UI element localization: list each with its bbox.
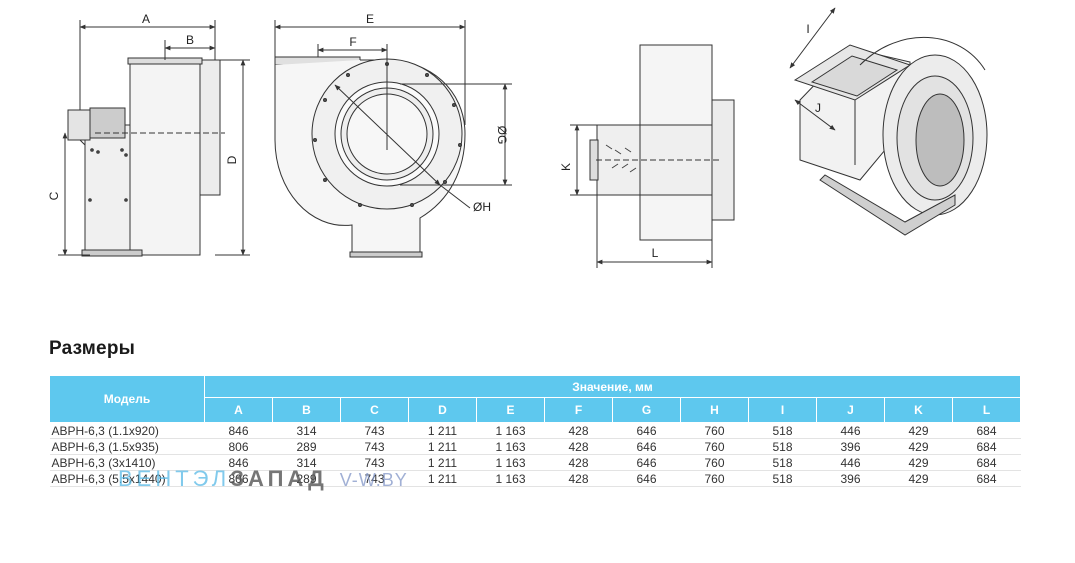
column-header-g: G bbox=[612, 397, 681, 423]
value-cell-h: 760 bbox=[680, 454, 749, 471]
dim-label-j: J bbox=[815, 101, 821, 115]
column-header-h: H bbox=[680, 397, 749, 423]
dim-label-b: B bbox=[186, 33, 194, 47]
value-cell-g: 646 bbox=[612, 422, 681, 439]
value-cell-a: 846 bbox=[204, 422, 273, 439]
value-cell-j: 446 bbox=[816, 422, 885, 439]
column-header-a: A bbox=[204, 397, 273, 423]
dim-label-k: K bbox=[559, 163, 573, 171]
value-cell-b: 289 bbox=[272, 438, 341, 455]
value-cell-b: 314 bbox=[272, 422, 341, 439]
dim-label-i: I bbox=[806, 22, 809, 36]
value-cell-h: 760 bbox=[680, 470, 749, 487]
dim-label-f: F bbox=[349, 35, 356, 49]
value-cell-d: 1 211 bbox=[408, 470, 477, 487]
value-cell-e: 1 163 bbox=[476, 454, 545, 471]
column-header-c: C bbox=[340, 397, 409, 423]
value-cell-e: 1 163 bbox=[476, 422, 545, 439]
value-cell-d: 1 211 bbox=[408, 454, 477, 471]
section-title: Размеры bbox=[49, 338, 136, 359]
value-cell-l: 684 bbox=[952, 422, 1021, 439]
value-cell-h: 760 bbox=[680, 422, 749, 439]
column-header-b: B bbox=[272, 397, 341, 423]
column-header-k: K bbox=[884, 397, 953, 423]
dim-label-g: ØG bbox=[495, 126, 509, 145]
model-cell: АВРН-6,3 (5.5x1440) bbox=[49, 470, 205, 487]
dim-label-l: L bbox=[652, 246, 659, 260]
value-cell-i: 518 bbox=[748, 438, 817, 455]
column-header-e: E bbox=[476, 397, 545, 423]
value-header: Значение, мм bbox=[204, 374, 1021, 399]
value-cell-i: 518 bbox=[748, 470, 817, 487]
model-cell: АВРН-6,3 (1.5x935) bbox=[49, 438, 205, 455]
side-view bbox=[58, 20, 250, 257]
front-view bbox=[274, 20, 512, 258]
value-cell-g: 646 bbox=[612, 454, 681, 471]
value-cell-c: 743 bbox=[340, 422, 409, 439]
value-cell-g: 646 bbox=[612, 438, 681, 455]
dim-label-a: A bbox=[142, 12, 150, 26]
column-header-d: D bbox=[408, 397, 477, 423]
value-cell-f: 428 bbox=[544, 438, 613, 455]
value-cell-i: 518 bbox=[748, 454, 817, 471]
value-cell-a: 806 bbox=[204, 438, 273, 455]
value-cell-k: 429 bbox=[884, 438, 953, 455]
model-header: Модель bbox=[49, 375, 205, 423]
value-cell-l: 684 bbox=[952, 438, 1021, 455]
top-view bbox=[570, 44, 735, 268]
value-cell-a: 806 bbox=[204, 470, 273, 487]
value-cell-b: 289 bbox=[272, 470, 341, 487]
column-header-i: I bbox=[748, 397, 817, 423]
value-cell-f: 428 bbox=[544, 422, 613, 439]
value-cell-b: 314 bbox=[272, 454, 341, 471]
value-cell-c: 743 bbox=[340, 454, 409, 471]
value-cell-l: 684 bbox=[952, 454, 1021, 471]
value-cell-a: 846 bbox=[204, 454, 273, 471]
dim-label-d: D bbox=[225, 155, 239, 164]
column-header-f: F bbox=[544, 397, 613, 423]
value-cell-j: 396 bbox=[816, 438, 885, 455]
value-cell-d: 1 211 bbox=[408, 422, 477, 439]
model-cell: АВРН-6,3 (3x1410) bbox=[49, 454, 205, 471]
value-cell-g: 646 bbox=[612, 470, 681, 487]
value-cell-e: 1 163 bbox=[476, 438, 545, 455]
value-cell-f: 428 bbox=[544, 454, 613, 471]
value-cell-d: 1 211 bbox=[408, 438, 477, 455]
column-header-l: L bbox=[952, 397, 1021, 423]
model-cell: АВРН-6,3 (1.1x920) bbox=[49, 422, 205, 439]
value-cell-h: 760 bbox=[680, 438, 749, 455]
value-cell-c: 743 bbox=[340, 470, 409, 487]
dim-label-e: E bbox=[366, 12, 374, 26]
value-cell-k: 429 bbox=[884, 422, 953, 439]
value-cell-l: 684 bbox=[952, 470, 1021, 487]
technical-drawings: A B C D E F ØG Ø bbox=[47, 7, 988, 268]
dim-label-c: C bbox=[47, 191, 61, 200]
value-cell-k: 429 bbox=[884, 454, 953, 471]
value-cell-j: 446 bbox=[816, 454, 885, 471]
dim-label-h: ØH bbox=[473, 200, 491, 214]
value-cell-f: 428 bbox=[544, 470, 613, 487]
value-cell-k: 429 bbox=[884, 470, 953, 487]
value-cell-j: 396 bbox=[816, 470, 885, 487]
value-cell-i: 518 bbox=[748, 422, 817, 439]
column-header-j: J bbox=[816, 397, 885, 423]
value-cell-c: 743 bbox=[340, 438, 409, 455]
value-cell-e: 1 163 bbox=[476, 470, 545, 487]
isometric-view bbox=[789, 7, 988, 236]
